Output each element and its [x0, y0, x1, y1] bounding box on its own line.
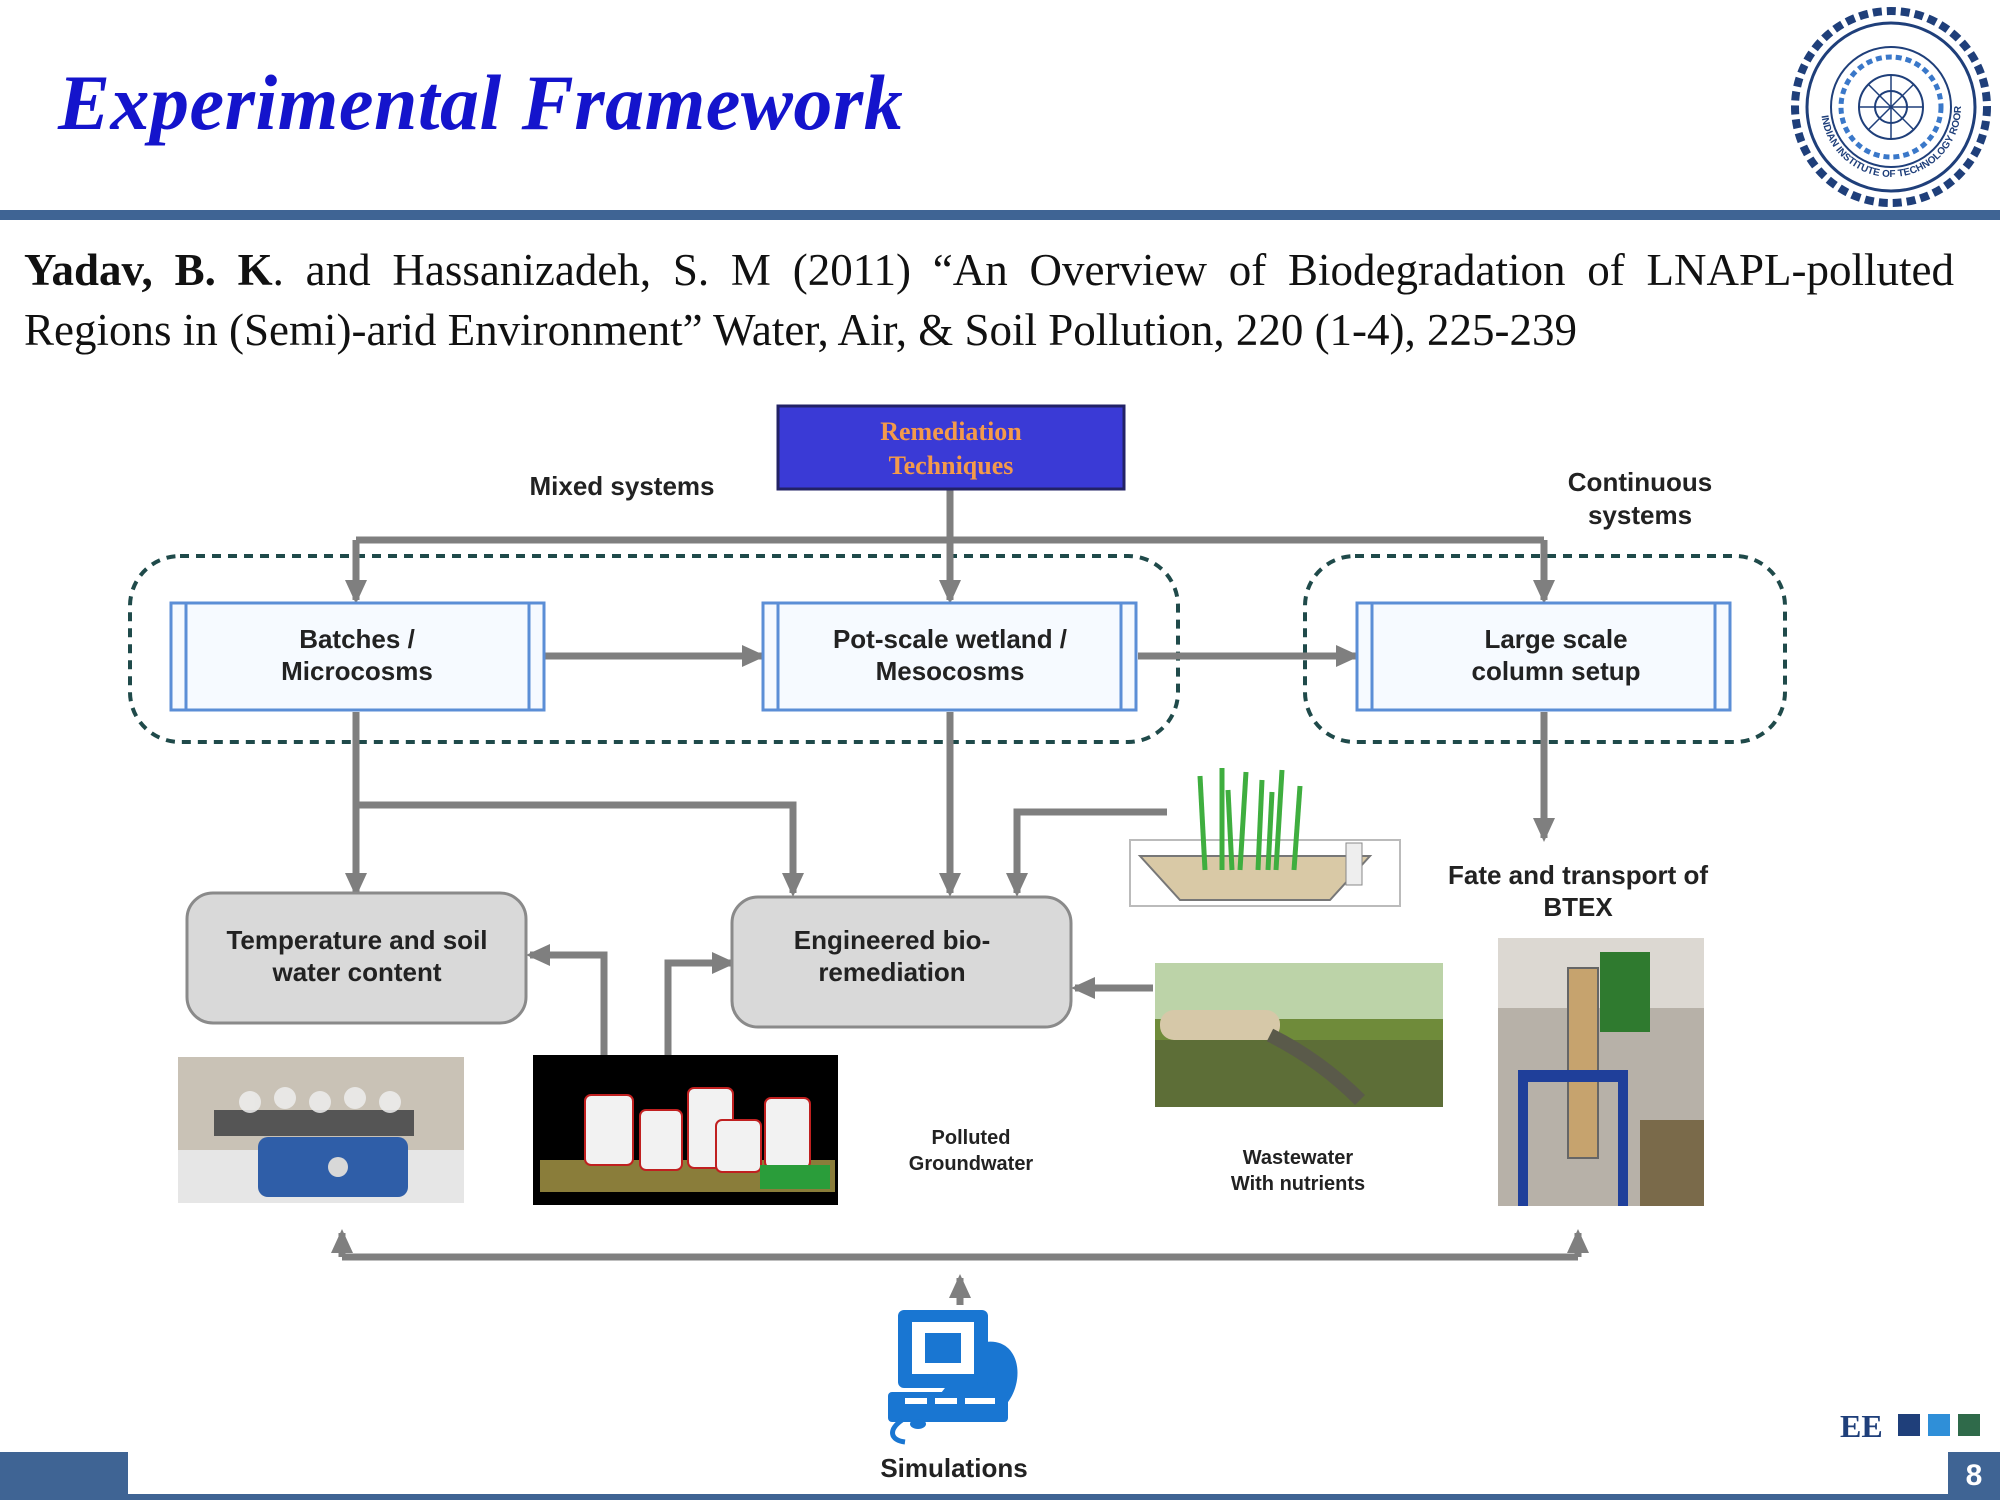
remediation-techniques-box [776, 404, 1126, 491]
temperature-label-2: water content [271, 957, 441, 987]
tanks-illustration [533, 1055, 838, 1205]
citation: Yadav, B. K. and Hassanizadeh, S. M (201… [24, 240, 1954, 360]
remediation-label-1: Remediation [880, 417, 1022, 446]
mixed-systems-group [128, 554, 1180, 744]
engineered-bioremediation-box [730, 895, 1073, 1029]
footer-ee-mark: EE [1840, 1408, 1883, 1444]
wastewater-photo [1155, 963, 1443, 1107]
shaker-photo [178, 1057, 464, 1203]
citation-details: . and Hassanizadeh, S. M (2011) “An Over… [24, 245, 1954, 355]
continuous-systems-label-2: systems [1588, 500, 1692, 530]
batches-label-2: Microcosms [281, 656, 433, 686]
polluted-label-1: Polluted [932, 1127, 1011, 1149]
simulations-label: Simulations [880, 1453, 1027, 1483]
pot-scale-label-1: Pot-scale wetland / [833, 624, 1067, 654]
footer-square-green [1958, 1414, 1980, 1436]
large-scale-box [1355, 601, 1732, 712]
pot-scale-label-2: Mesocosms [876, 656, 1025, 686]
slide-title: Experimental Framework [58, 59, 904, 146]
footer-bar-left [0, 1452, 128, 1500]
fate-label-2: BTEX [1543, 892, 1613, 922]
batches-box [169, 601, 546, 712]
fate-label-1: Fate and transport of [1448, 860, 1708, 890]
footer-bar-line [128, 1494, 1948, 1500]
engineered-label-1: Engineered bio- [794, 925, 990, 955]
batches-label-1: Batches / [299, 624, 415, 654]
wastewater-label-1: Wastewater [1243, 1147, 1354, 1169]
large-scale-label-1: Large scale [1484, 624, 1627, 654]
large-scale-label-2: column setup [1471, 656, 1640, 686]
page-number: 8 [1948, 1452, 2000, 1500]
column-setup-photo [1498, 938, 1704, 1206]
remediation-label-2: Techniques [889, 451, 1014, 480]
footer-square-dark [1898, 1414, 1920, 1436]
footer-square-blue [1928, 1414, 1950, 1436]
mixed-systems-label: Mixed systems [530, 471, 715, 501]
engineered-label-2: remediation [818, 957, 965, 987]
iit-roorkee-logo: INDIAN INSTITUTE OF TECHNOLOGY ROORKEE [1788, 4, 1991, 207]
pot-scale-box [761, 601, 1138, 712]
citation-authors: Yadav, B. K [24, 245, 273, 295]
wastewater-label-2: With nutrients [1231, 1173, 1365, 1195]
continuous-systems-group [1303, 554, 1787, 744]
computer-icon [888, 1310, 1018, 1445]
polluted-label-2: Groundwater [909, 1153, 1034, 1175]
header-rule [0, 210, 2000, 220]
continuous-systems-label-1: Continuous [1568, 467, 1712, 497]
temperature-label-1: Temperature and soil [226, 925, 487, 955]
wetland-illustration [1129, 768, 1401, 907]
temperature-box [185, 891, 528, 1025]
